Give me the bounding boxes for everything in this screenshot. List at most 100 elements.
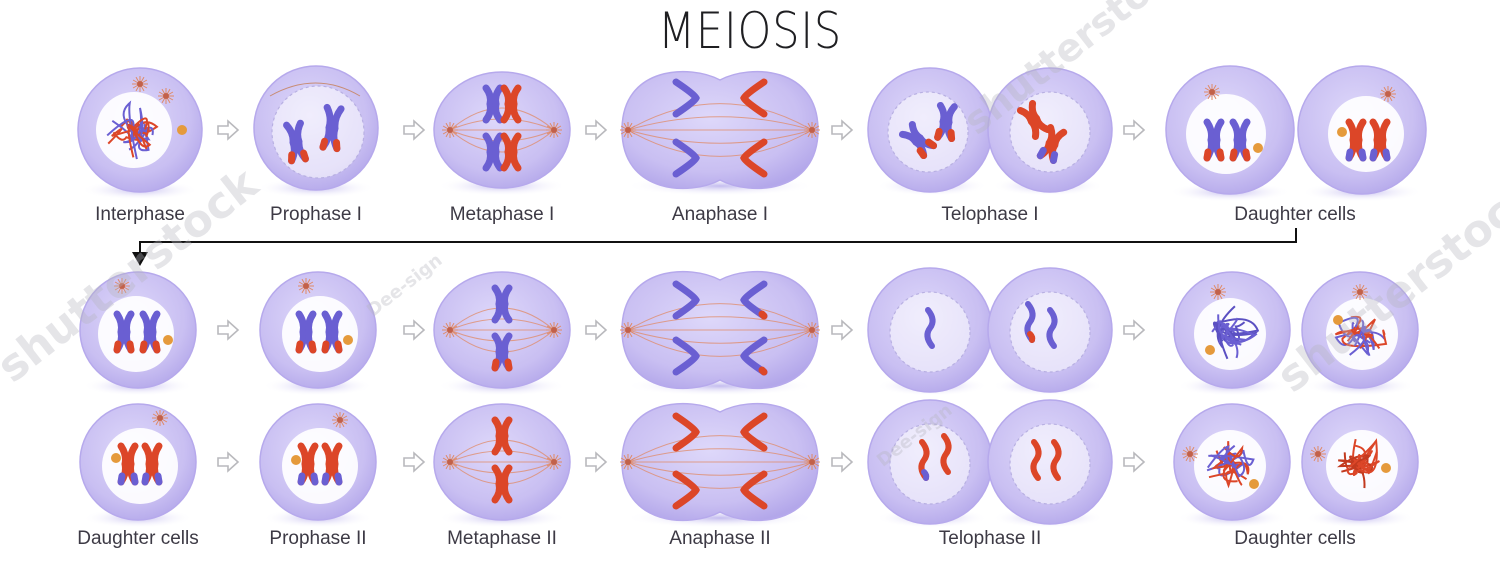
chromosome [117,442,139,486]
stage-label-anaphase-2: Anaphase II [669,528,771,549]
centrosome-icon [442,122,458,138]
chromatid [924,307,936,349]
centrosome-icon [546,122,562,138]
organelle [1205,345,1215,355]
spindle-fibers [627,435,813,489]
stage-label-interphase: Interphase [95,204,185,225]
spindle-fibers [449,307,555,353]
stage-label-metaphase-1: Metaphase I [449,204,555,225]
chromatid [672,336,700,376]
centrosome-icon [114,278,130,294]
nucleus [102,428,178,504]
process-arrow-icon [585,119,608,141]
process-arrow-icon [1123,451,1146,473]
stage-label-telophase-2: Telophase II [938,528,1042,549]
process-arrow-icon [1123,119,1146,141]
chromatid [672,78,700,118]
spindle-fibers [627,103,813,157]
centrosome-icon [1204,84,1220,100]
centrosome-icon [546,322,562,338]
chromatin-tangle [1336,438,1380,489]
chromatin-tangle [1211,305,1260,360]
spindle-fibers [269,82,361,97]
chromatid [918,439,930,481]
nucleus [282,428,358,504]
centrosome-icon [804,322,820,338]
process-arrow-icon [403,119,426,141]
chromatid [740,138,768,178]
centrosome-icon [152,410,168,426]
stage-label-daughter-cells-3: Daughter cells [1234,528,1356,549]
process-arrow-icon [831,119,854,141]
centrosome-icon [1310,446,1326,462]
centrosome-icon [620,122,636,138]
chromosome [139,310,161,354]
chromatid [740,412,768,452]
chromatid [1024,301,1036,343]
organelle [291,455,301,465]
chromosome [321,442,343,486]
chromosome [500,132,522,172]
chromatid [672,470,700,510]
organelle [1381,463,1391,473]
chromosome [491,332,513,372]
chromatid [1030,439,1042,481]
centrosome-icon [158,88,174,104]
chromatid [1050,439,1062,481]
centrosome-icon [1182,446,1198,462]
stage-label-metaphase-2: Metaphase II [447,528,557,549]
centrosome-icon [804,454,820,470]
organelle [1249,479,1259,489]
organelle [111,453,121,463]
centrosome-icon [620,322,636,338]
spindle-fibers [449,107,555,153]
chromosome [113,310,135,354]
chromatid [740,280,768,320]
chromosome [1203,118,1225,162]
chromatid [1046,307,1058,349]
chromatin-tangle [106,100,159,160]
stage-label-anaphase-1: Anaphase I [671,204,769,225]
chromatid [940,433,952,475]
organelle [1333,315,1343,325]
connector-line [139,228,1297,256]
chromosome [141,442,163,486]
organelle [177,125,187,135]
process-arrow-icon [831,319,854,341]
chromosome [295,310,317,354]
stage-label-prophase-2: Prophase II [269,528,367,549]
chromatid [740,336,768,376]
chromosome [482,132,504,172]
stage-label-daughter-cells-2: Daughter cells [77,528,199,549]
centrosome-icon [442,322,458,338]
centrosome-icon [1210,284,1226,300]
process-arrow-icon [217,119,240,141]
stage-label-telophase-1: Telophase I [941,204,1039,225]
chromosome [1369,118,1391,162]
process-arrow-icon [831,451,854,473]
centrosome-icon [132,76,148,92]
organelle [163,335,173,345]
organelle [343,335,353,345]
chromosome [1229,118,1251,162]
stage-label-prophase-1: Prophase I [270,204,362,225]
chromosome [283,119,309,165]
centrosome-icon [1380,86,1396,102]
connector-arrowhead-icon [132,252,148,266]
stage-label-daughter-cells-1: Daughter cells [1234,204,1356,225]
chromosome [500,84,522,124]
chromosome [319,103,345,153]
organelle [1337,127,1347,137]
nucleus [271,85,365,179]
process-arrow-icon [217,451,240,473]
centrosome-icon [620,454,636,470]
chromatin-tangle [1334,315,1388,357]
spindle-fibers [627,303,813,357]
centrosome-icon [332,412,348,428]
chromosome [898,120,938,160]
organelle [1253,143,1263,153]
process-arrow-icon [585,451,608,473]
chromosome [1036,124,1068,164]
